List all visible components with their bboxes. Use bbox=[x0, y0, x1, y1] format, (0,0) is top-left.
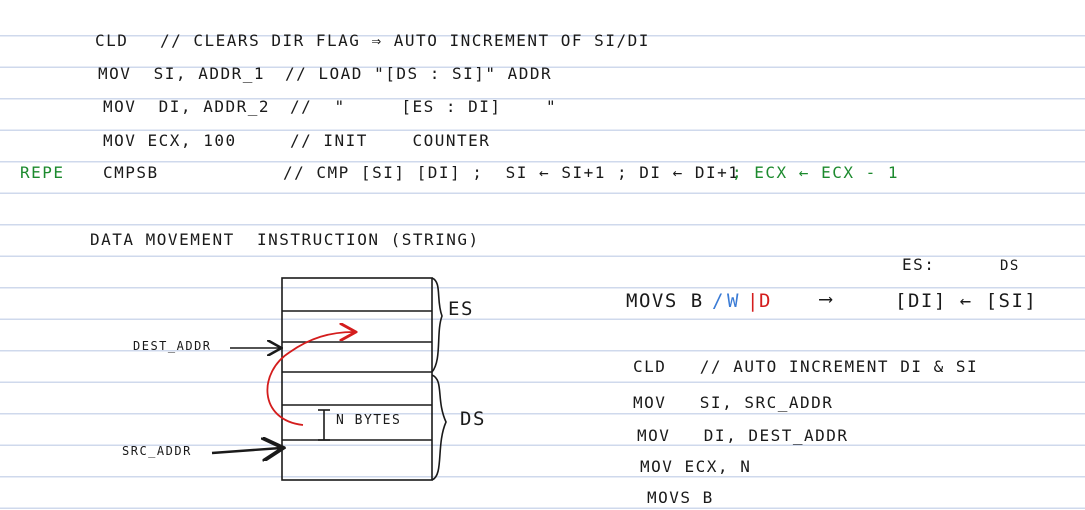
dest-addr-label: DEST_ADDR bbox=[133, 339, 212, 353]
movs-mnemonic: MOVS B bbox=[626, 290, 704, 312]
code1-line3-comment: // " [ES : DI] " bbox=[290, 97, 558, 116]
es-bracket bbox=[431, 277, 443, 373]
code1-line5-prefix: REPE bbox=[20, 163, 65, 182]
ds-label: DS bbox=[460, 408, 486, 430]
head-ds-label: DS bbox=[1000, 258, 1020, 274]
n-bytes-label: N BYTES bbox=[336, 413, 402, 428]
code1-line4-comment: // INIT COUNTER bbox=[290, 131, 491, 150]
head-es-label: ES: bbox=[902, 255, 936, 274]
movs-sep2: | bbox=[747, 290, 760, 312]
src-addr-label: SRC_ADDR bbox=[122, 444, 192, 458]
section-title: DATA MOVEMENT INSTRUCTION (STRING) bbox=[90, 230, 480, 249]
code1-line5-comment: // CMP [SI] [DI] ; SI ← SI+1 ; DI ← DI+1 bbox=[283, 163, 740, 182]
movs-sep1: / bbox=[712, 290, 725, 312]
code1-line2-comment: // LOAD "[DS : SI]" ADDR bbox=[285, 64, 553, 83]
movs-arrow: ⟶ bbox=[820, 288, 833, 310]
ds-bracket bbox=[431, 374, 447, 481]
code1-line5-comment-tail: ; ECX ← ECX - 1 bbox=[732, 163, 899, 182]
code1-line4-instr: MOV ECX, 100 bbox=[103, 131, 237, 150]
code2-line4: MOV ECX, N bbox=[640, 457, 752, 476]
memory-outline bbox=[281, 277, 433, 481]
code1-line2-instr: MOV SI, ADDR_1 bbox=[98, 64, 265, 83]
code2-line1: CLD // AUTO INCREMENT DI & SI bbox=[633, 357, 979, 376]
code1-line3-instr: MOV DI, ADDR_2 bbox=[103, 97, 270, 116]
n-bytes-marker bbox=[318, 409, 330, 441]
movs-w: W bbox=[727, 290, 740, 312]
es-label: ES bbox=[448, 298, 474, 320]
code2-line5: MOVS B bbox=[647, 488, 714, 507]
memory-block bbox=[281, 277, 433, 481]
src-arrow bbox=[211, 448, 281, 453]
code1-line1-instr: CLD bbox=[95, 31, 129, 50]
code2-line2: MOV SI, SRC_ADDR bbox=[633, 393, 834, 412]
movs-expression: [DI] ← [SI] bbox=[895, 290, 1038, 312]
code1-line1-comment: // CLEARS DIR FLAG ⇒ AUTO INCREMENT OF S… bbox=[160, 31, 650, 50]
code2-line3: MOV DI, DEST_ADDR bbox=[637, 426, 849, 445]
code1-line5-instr: CMPSB bbox=[103, 163, 159, 182]
movs-d: D bbox=[759, 290, 772, 312]
copy-direction-arrow bbox=[266, 332, 354, 426]
